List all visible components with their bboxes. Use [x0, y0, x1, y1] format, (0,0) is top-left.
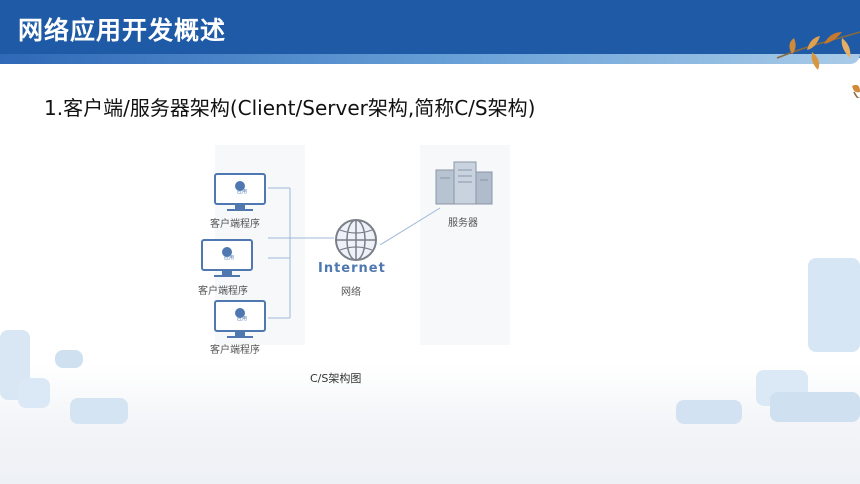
leaf-branch-icon	[776, 31, 860, 98]
globe-icon	[335, 219, 377, 261]
client-label: 客户端程序	[210, 219, 260, 230]
decor-tile	[676, 400, 742, 424]
network-label: 网络	[341, 287, 361, 298]
diagram-caption: C/S架构图	[310, 372, 362, 385]
decor-tile	[808, 258, 860, 352]
computer-monitor-icon	[214, 300, 266, 338]
client-label: 客户端程序	[210, 345, 260, 356]
title-bar: 网络应用开发概述	[0, 0, 860, 64]
server-icon	[435, 161, 493, 205]
client-screen-text: 应用	[237, 316, 248, 322]
server-label: 服务器	[448, 218, 478, 229]
computer-monitor-icon	[214, 173, 266, 211]
decor-tile	[18, 378, 50, 408]
client-screen-text: 应用	[224, 255, 235, 261]
internet-label: Internet	[318, 261, 386, 276]
decor-tile	[70, 398, 128, 424]
decor-tile	[770, 392, 860, 422]
decor-tile	[55, 350, 83, 368]
computer-monitor-icon	[201, 239, 253, 277]
section-heading: 1.客户端/服务器架构(Client/Server架构,简称C/S架构)	[44, 96, 536, 120]
slide-title: 网络应用开发概述	[18, 16, 227, 45]
background-mist	[0, 364, 860, 484]
client-screen-text: 应用	[237, 189, 248, 195]
client-label: 客户端程序	[198, 286, 248, 297]
